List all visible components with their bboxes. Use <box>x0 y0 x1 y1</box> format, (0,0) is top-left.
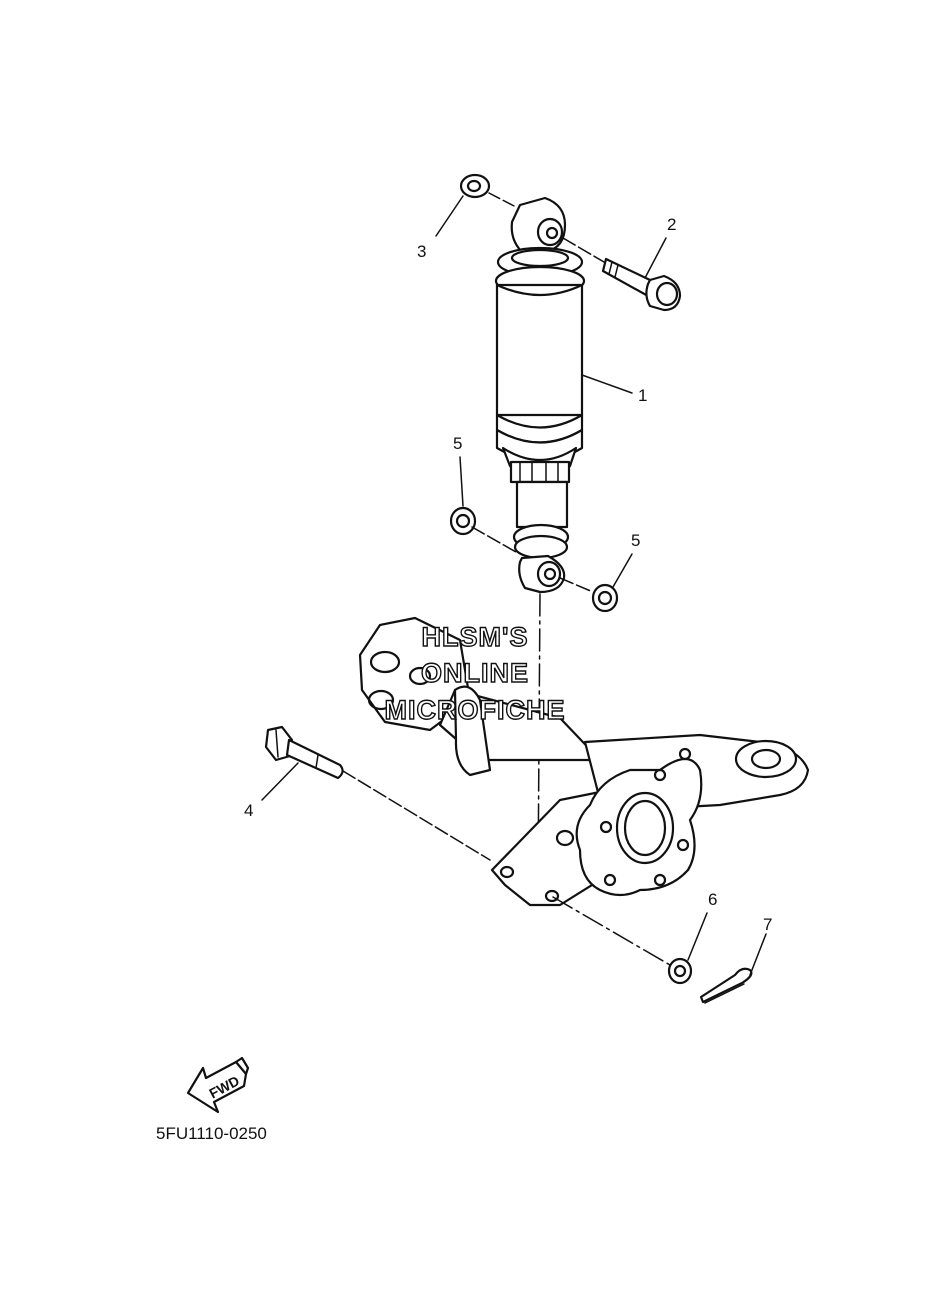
bolt-part-4[interactable] <box>264 725 344 780</box>
watermark-line-2: ONLINE <box>421 658 529 688</box>
leader-6-line <box>552 896 671 966</box>
leader-5b-line <box>559 577 594 593</box>
callout-2: 2 <box>667 215 676 234</box>
callout-leader-3 <box>435 195 464 237</box>
callout-5-left: 5 <box>453 434 462 453</box>
callout-5-right: 5 <box>631 531 640 550</box>
watermark-line-1: HLSM'S <box>422 622 529 652</box>
callout-leader-6 <box>687 912 708 961</box>
callout-leader-2 <box>644 237 667 279</box>
washer-part-6[interactable] <box>667 957 693 985</box>
shock-absorber-part-1[interactable] <box>494 196 586 594</box>
leader-5a-line <box>471 526 517 553</box>
washer-part-5-left[interactable] <box>449 506 477 536</box>
washer-part-3[interactable] <box>459 173 491 199</box>
diagram-code: 5FU1110-0250 <box>156 1124 267 1143</box>
callout-1: 1 <box>638 386 647 405</box>
knuckle-assembly[interactable] <box>358 616 810 907</box>
washer-part-5-right[interactable] <box>591 583 619 613</box>
callout-4: 4 <box>244 801 253 820</box>
leader-3-line <box>488 192 517 208</box>
callout-7: 7 <box>763 915 772 934</box>
callout-leader-5b <box>612 553 633 588</box>
callout-leader-1 <box>581 374 633 394</box>
fwd-arrow-icon: FWD <box>186 1056 250 1114</box>
callout-leader-7 <box>749 933 767 976</box>
leader-2-line <box>562 237 605 263</box>
callout-3: 3 <box>417 242 426 261</box>
leader-4-line <box>342 770 491 861</box>
watermark-line-3: MICROFICHE <box>385 695 566 725</box>
callout-leader-5a <box>459 456 464 507</box>
bolt-part-2[interactable] <box>601 257 682 312</box>
callout-leader-4 <box>261 762 299 801</box>
cotter-pin-part-7[interactable] <box>699 967 753 1004</box>
callout-6: 6 <box>708 890 717 909</box>
